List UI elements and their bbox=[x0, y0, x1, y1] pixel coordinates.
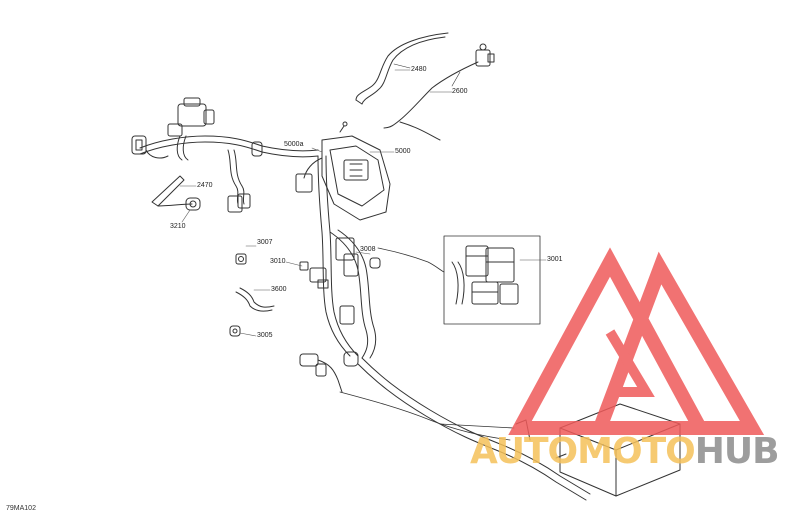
cable-2480 bbox=[355, 32, 449, 105]
callout-2480: 2480 bbox=[411, 66, 427, 73]
callout-3008: 3008 bbox=[360, 246, 376, 253]
callout-3005: 3005 bbox=[257, 332, 273, 339]
main-harness-center bbox=[299, 155, 377, 393]
callout-2470: 2470 bbox=[197, 182, 213, 189]
detail-box-3001 bbox=[377, 235, 541, 325]
ecu-module-5000 bbox=[295, 121, 391, 221]
callout-3007: 3007 bbox=[257, 239, 273, 246]
callout-3001: 3001 bbox=[547, 256, 563, 263]
watermark-text: AUTOMOTOHUB bbox=[470, 431, 780, 472]
watermark-logo bbox=[508, 247, 765, 435]
leader-lines bbox=[179, 69, 547, 337]
callout-3600: 3600 bbox=[271, 286, 287, 293]
sensor-2470 bbox=[151, 175, 201, 211]
callout-2600: 2600 bbox=[452, 88, 468, 95]
battery-cable bbox=[339, 357, 591, 501]
cable-2600 bbox=[383, 43, 495, 141]
watermark-text-part2: HUB bbox=[694, 431, 780, 472]
callout-3010: 3010 bbox=[270, 258, 286, 265]
callout-5000a: 5000a bbox=[284, 141, 304, 148]
figure-reference-code: 79MA102 bbox=[6, 505, 36, 512]
callout-5000: 5000 bbox=[395, 148, 411, 155]
small-parts-left bbox=[229, 253, 381, 337]
watermark-text-part1: AUTOMOTO bbox=[470, 431, 696, 472]
main-harness-left bbox=[131, 97, 319, 213]
callout-3210: 3210 bbox=[170, 223, 186, 230]
